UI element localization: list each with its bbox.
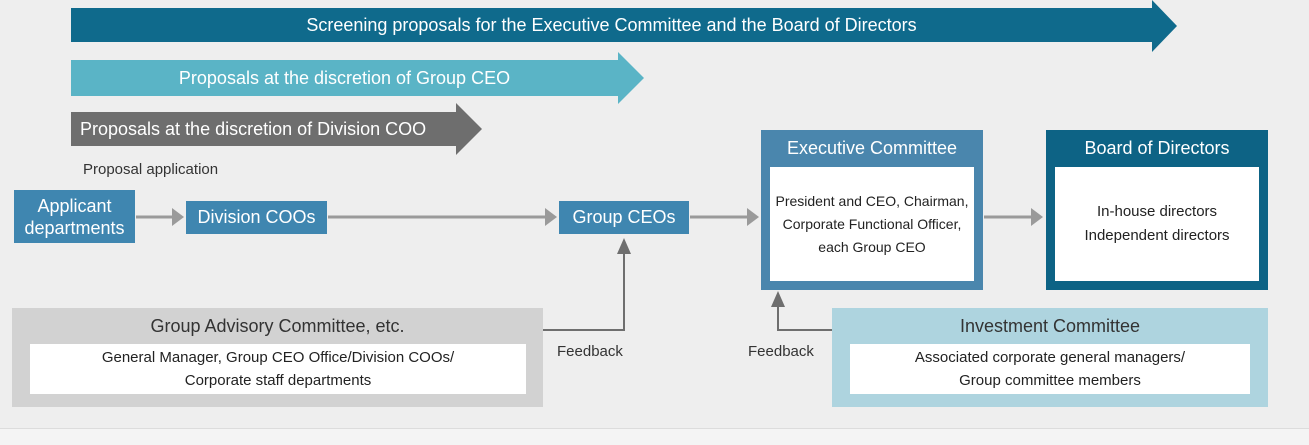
investment-member-line: Group committee members bbox=[959, 372, 1141, 389]
proposal-application-label: Proposal application bbox=[83, 161, 219, 178]
advisory-member-line: Corporate staff departments bbox=[184, 372, 372, 389]
board-of-directors-title: Board of Directors bbox=[1084, 138, 1230, 158]
feedback-connector-investment bbox=[771, 291, 832, 331]
executive-committee-panel: Executive Committee President and CEO, C… bbox=[761, 130, 983, 290]
banner-arrow-executive-board bbox=[71, 0, 1177, 52]
applicant-line-1: Applicant bbox=[37, 195, 112, 216]
division-coos-node: Division COOs bbox=[186, 201, 327, 234]
bottom-divider bbox=[0, 428, 1309, 445]
flow-connector-executive-to-board bbox=[984, 208, 1043, 226]
flow-connector-applicant-to-division bbox=[136, 208, 184, 226]
applicant-departments-node: Applicant departments bbox=[14, 190, 135, 243]
group-ceos-node: Group CEOs bbox=[559, 201, 689, 234]
banner-arrow-division-coo bbox=[71, 103, 482, 155]
executive-member-line: President and CEO, Chairman, bbox=[775, 192, 969, 209]
feedback-connector-advisory bbox=[543, 238, 631, 331]
banner-executive-board-text: Screening proposals for the Executive Co… bbox=[306, 14, 917, 35]
board-of-directors-members: In-house directors Independent directors bbox=[1055, 167, 1259, 281]
feedback-label-advisory: Feedback bbox=[557, 343, 623, 360]
board-of-directors-panel: Board of Directors In-house directors In… bbox=[1046, 130, 1268, 290]
board-member-line: Independent directors bbox=[1084, 227, 1230, 244]
group-advisory-committee-panel: Group Advisory Committee, etc. General M… bbox=[12, 308, 543, 407]
investment-committee-panel: Investment Committee Associated corporat… bbox=[832, 308, 1268, 407]
feedback-label-investment: Feedback bbox=[748, 343, 814, 360]
executive-member-line: each Group CEO bbox=[818, 238, 926, 255]
banner-division-coo-text: Proposals at the discretion of Division … bbox=[80, 118, 427, 139]
executive-committee-members: President and CEO, Chairman, Corporate F… bbox=[770, 167, 974, 281]
executive-committee-title: Executive Committee bbox=[786, 138, 958, 158]
board-member-line: In-house directors bbox=[1096, 203, 1218, 220]
investment-committee-title: Investment Committee bbox=[959, 316, 1141, 336]
investment-member-line: Associated corporate general managers/ bbox=[914, 349, 1186, 366]
group-advisory-committee-title: Group Advisory Committee, etc. bbox=[150, 316, 405, 336]
advisory-member-line: General Manager, Group CEO Office/Divisi… bbox=[101, 349, 455, 366]
flow-connector-group-ceos-to-executive bbox=[690, 208, 759, 226]
banner-arrow-group-ceo bbox=[71, 52, 644, 104]
banner-group-ceo-text: Proposals at the discretion of Group CEO bbox=[178, 67, 511, 88]
group-advisory-committee-members: General Manager, Group CEO Office/Divisi… bbox=[30, 344, 526, 394]
executive-member-line: Corporate Functional Officer, bbox=[782, 215, 962, 232]
applicant-line-2: departments bbox=[24, 217, 125, 238]
flow-connector-division-to-group-ceos bbox=[328, 208, 557, 226]
investment-committee-members: Associated corporate general managers/ G… bbox=[850, 344, 1250, 394]
